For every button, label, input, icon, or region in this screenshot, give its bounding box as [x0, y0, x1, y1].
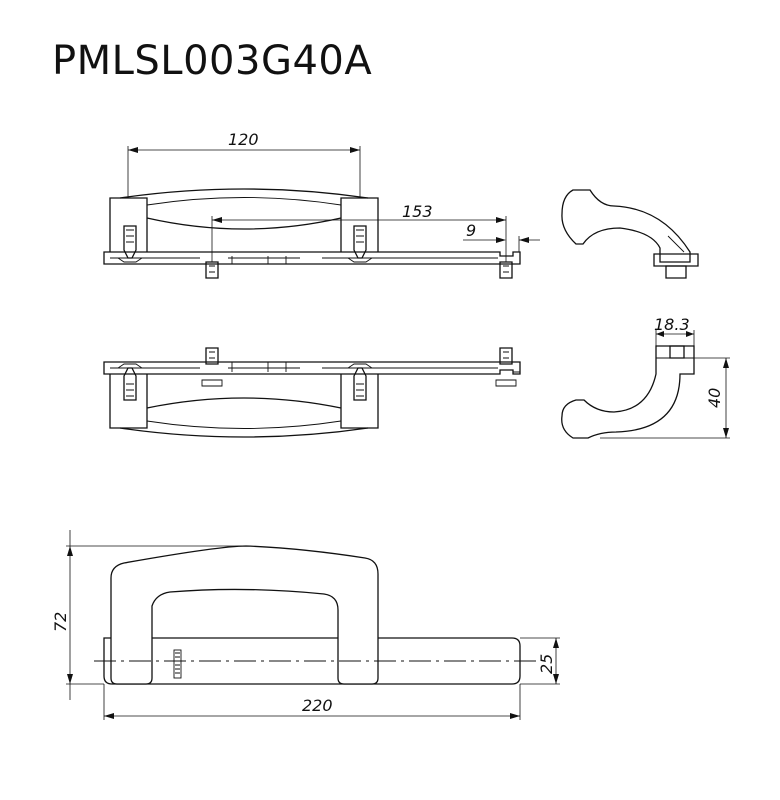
dimension-72: 72: [51, 530, 246, 700]
dimension-9: 9: [463, 221, 540, 252]
dim-label-153: 153: [402, 202, 433, 221]
logo-mark: [173, 649, 182, 679]
dimension-40: 40: [600, 357, 730, 439]
side-view-lower: [561, 345, 695, 439]
page-title: PMLSL003G40A: [52, 38, 373, 84]
dim-label-220: 220: [302, 696, 333, 715]
dimension-220: 220: [103, 684, 521, 720]
dim-label-120: 120: [228, 130, 259, 149]
dimension-18-3: 18.3: [654, 315, 695, 346]
dim-label-72: 72: [51, 612, 70, 632]
dimension-153: 153: [211, 202, 507, 262]
dim-label-25: 25: [537, 654, 556, 674]
dim-label-40: 40: [705, 388, 724, 408]
top-view-lower: [103, 347, 521, 438]
side-view-upper: [561, 189, 699, 279]
top-view-upper: [103, 188, 521, 279]
dim-label-9: 9: [466, 221, 476, 240]
dim-label-18-3: 18.3: [654, 315, 690, 334]
dimension-120: 120: [127, 130, 361, 198]
front-view: [94, 545, 540, 685]
dimension-25: 25: [520, 637, 560, 685]
